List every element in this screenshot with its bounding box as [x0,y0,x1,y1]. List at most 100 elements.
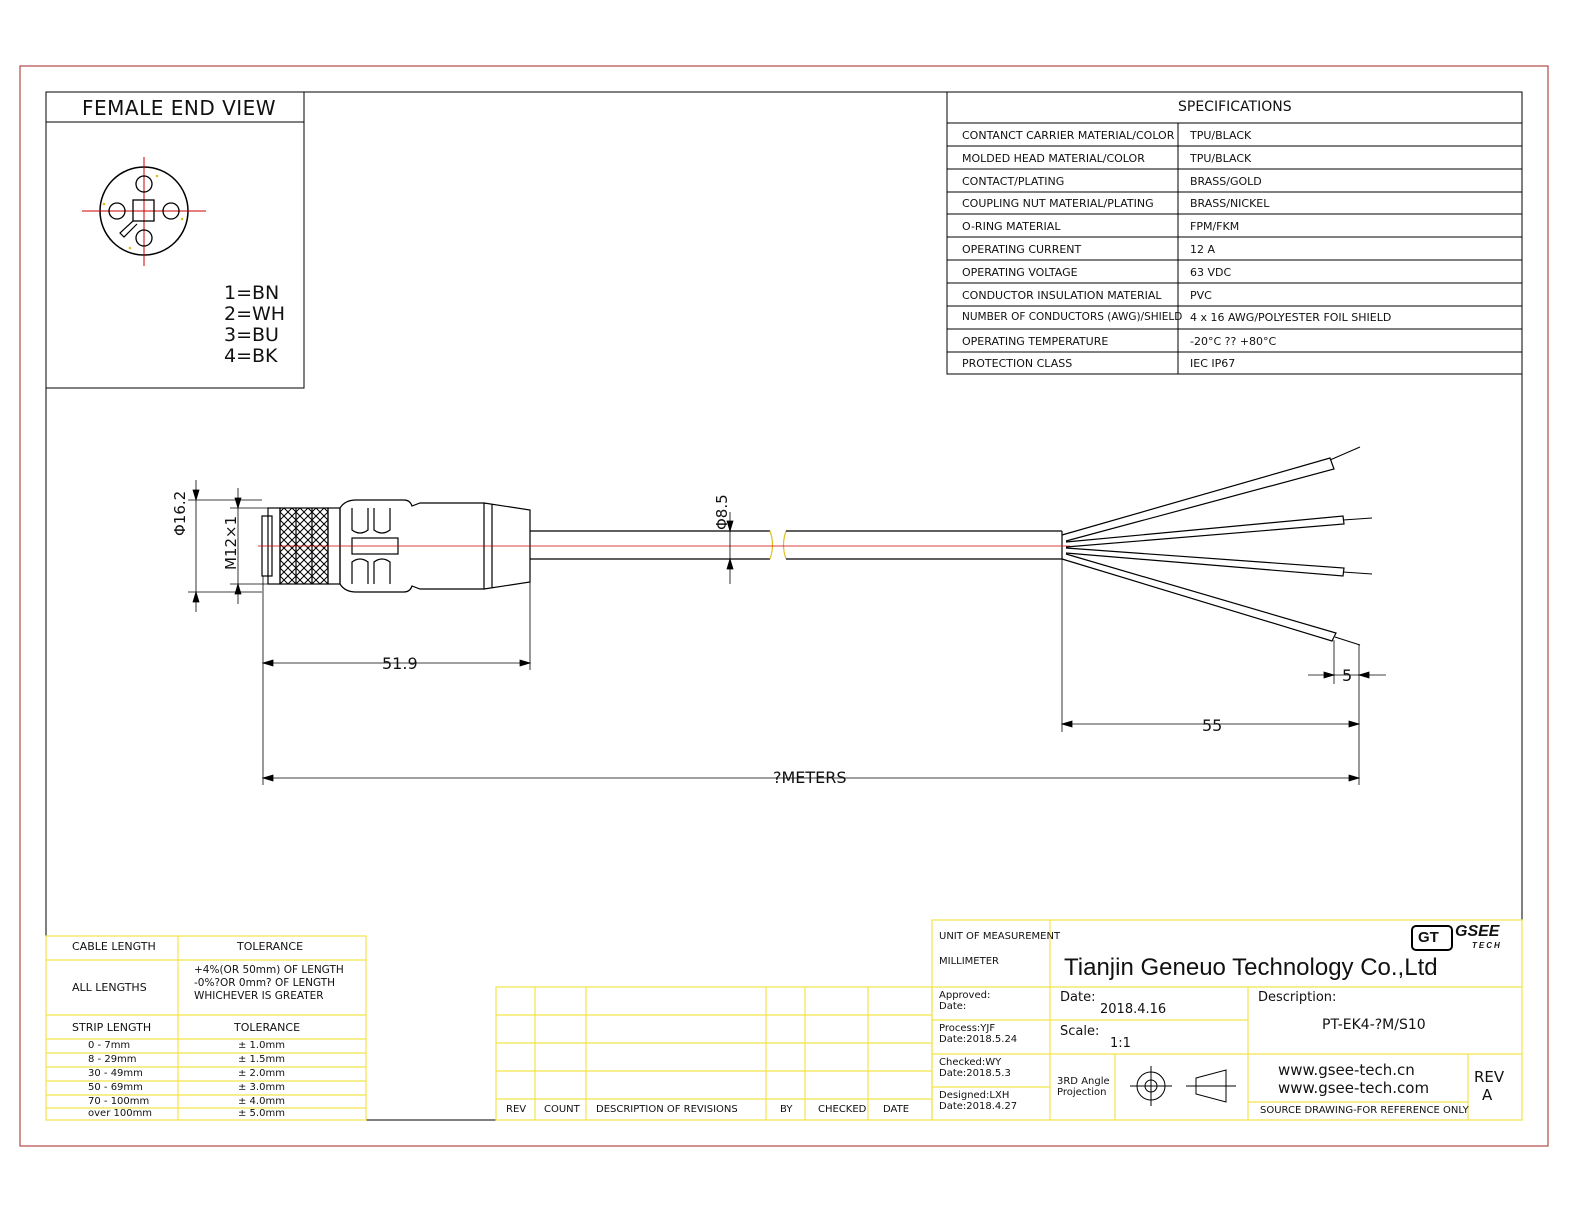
strip-range: 30 - 49mm [88,1068,143,1079]
spec-label: OPERATING VOLTAGE [962,266,1078,279]
spec-label: CONDUCTOR INSULATION MATERIAL [962,289,1162,302]
strip-range: 0 - 7mm [88,1040,131,1051]
end-view-title: FEMALE END VIEW [82,96,277,120]
strip-range: 8 - 29mm [88,1054,137,1065]
all-lengths-label: ALL LENGTHS [72,981,147,994]
pin-legend-item: 1=BN [224,282,280,304]
spec-label: COUPLING NUT MATERIAL/PLATING [962,197,1154,210]
all-lengths-tolerance: +4%(OR 50mm) OF LENGTH -0%?OR 0mm? OF LE… [194,964,344,1003]
source-note: SOURCE DRAWING-FOR REFERENCE ONLY [1260,1105,1469,1116]
tolerance-grid [45,935,367,1121]
spec-value: TPU/BLACK [1190,152,1252,165]
spec-label: PROTECTION CLASS [962,357,1073,370]
end-view-box [45,91,305,389]
dimension-lines [188,480,1386,785]
strip-tol: ± 1.5mm [238,1054,285,1065]
spec-value: -20°C ?? +80°C [1190,335,1277,348]
sheet-border [19,65,1549,1147]
projection-line: Projection [1057,1087,1107,1098]
pin-legend-item: 4=BK [224,345,278,367]
projection-label: 3RD Angle Projection [1057,1076,1110,1098]
pin-legend-item: 3=BU [224,324,279,346]
specifications-title: SPECIFICATIONS [1178,99,1292,115]
rev-col-header: CHECKED [818,1104,867,1115]
spec-value: PVC [1190,289,1212,302]
description-label: Description: [1258,990,1337,1005]
spec-label: CONTANCT CARRIER MATERIAL/COLOR [962,129,1175,142]
strip-range: 50 - 69mm [88,1082,143,1093]
strip-length-header: STRIP LENGTH [72,1021,152,1034]
designed-by: Designed:LXH [939,1090,1010,1101]
website-cn: www.gsee-tech.cn [1278,1061,1415,1079]
strip-range: 70 - 100mm [88,1096,150,1107]
dim-strip: 5 [1342,666,1353,685]
connector-face-icon [82,157,206,266]
rev-label: REV [1474,1068,1505,1086]
unit-label: UNIT OF MEASUREMENT [939,931,1061,942]
revisions-grid [495,986,933,1121]
company-name: Tianjin Geneuo Technology Co.,Ltd [1064,954,1438,981]
pin-legend-item: 2=WH [224,303,286,325]
spec-value: BRASS/GOLD [1190,175,1262,188]
process-date: Date:2018.5.24 [939,1034,1018,1045]
spec-value: 4 x 16 AWG/POLYESTER FOIL SHIELD [1190,311,1392,324]
logo-mark: GT [1418,929,1439,946]
checked-date: Date:2018.5.3 [939,1068,1011,1079]
strip-tol: ± 2.0mm [238,1068,285,1079]
spec-value: IEC IP67 [1190,357,1236,370]
rev-col-header: DATE [883,1104,910,1115]
dim-fanout: 55 [1202,716,1223,735]
spec-label: OPERATING TEMPERATURE [962,335,1109,348]
scale-value: 1:1 [1110,1036,1131,1051]
description-value: PT-EK4-?M/S10 [1322,1017,1426,1033]
strip-tol: ± 4.0mm [238,1096,285,1107]
third-angle-projection-icon [1130,1066,1236,1106]
unit-value: MILLIMETER [939,956,999,967]
tolerance-line: -0%?OR 0mm? OF LENGTH [194,977,336,989]
website-com: www.gsee-tech.com [1278,1079,1430,1097]
dim-head-length: 51.9 [382,654,418,673]
scale-label: Scale: [1060,1024,1100,1039]
rev-col-header: DESCRIPTION OF REVISIONS [596,1104,738,1115]
strip-range: over 100mm [88,1108,153,1119]
spec-value: BRASS/NICKEL [1190,197,1270,210]
designed-date: Date:2018.4.27 [939,1101,1018,1112]
rev-col-header: BY [780,1104,793,1115]
gsee-logo-icon [1411,925,1453,951]
spec-label: NUMBER OF CONDUCTORS (AWG)/SHIELD [962,311,1183,323]
strip-tol: ± 3.0mm [238,1082,285,1093]
dim-total-length: ?METERS [773,768,847,787]
spec-value: 63 VDC [1190,266,1232,279]
tolerance-header: TOLERANCE [237,940,304,953]
logo-text: GSEE [1455,923,1500,940]
spec-label: OPERATING CURRENT [962,243,1082,256]
date-value: 2018.4.16 [1100,1002,1167,1017]
strip-tol: ± 5.0mm [238,1108,285,1119]
strip-tol: ± 1.0mm [238,1040,285,1051]
approved-date-label: Date: [939,1001,967,1012]
dim-cable-diameter: Φ8.5 [713,494,731,530]
pin-legend: 1=BN 2=WH 3=BU 4=BK [224,283,285,367]
tolerance-line: +4%(OR 50mm) OF LENGTH [194,964,344,976]
spec-value: 12 A [1190,243,1216,256]
strip-tolerance-header: TOLERANCE [234,1021,301,1034]
dim-outer-diameter: Φ16.2 [171,490,189,536]
spec-value: TPU/BLACK [1190,129,1252,142]
process-by: Process:YJF [939,1023,996,1034]
tolerance-line: WHICHEVER IS GREATER [194,990,324,1002]
spec-label: CONTACT/PLATING [962,175,1065,188]
cable-length-header: CABLE LENGTH [72,940,156,953]
date-label: Date: [1060,990,1096,1005]
spec-value: FPM/FKM [1190,220,1240,233]
rev-col-header: COUNT [544,1104,580,1115]
projection-line: 3RD Angle [1057,1076,1110,1087]
dim-thread: M12×1 [222,515,240,570]
checked-by: Checked:WY [939,1057,1002,1068]
logo-sub: TECH [1472,941,1502,950]
specifications-grid [946,91,1523,375]
rev-col-header: REV [506,1104,527,1115]
title-block-grid [931,919,1523,1121]
spec-label: O-RING MATERIAL [962,220,1061,233]
approved-label: Approved: [939,990,991,1001]
